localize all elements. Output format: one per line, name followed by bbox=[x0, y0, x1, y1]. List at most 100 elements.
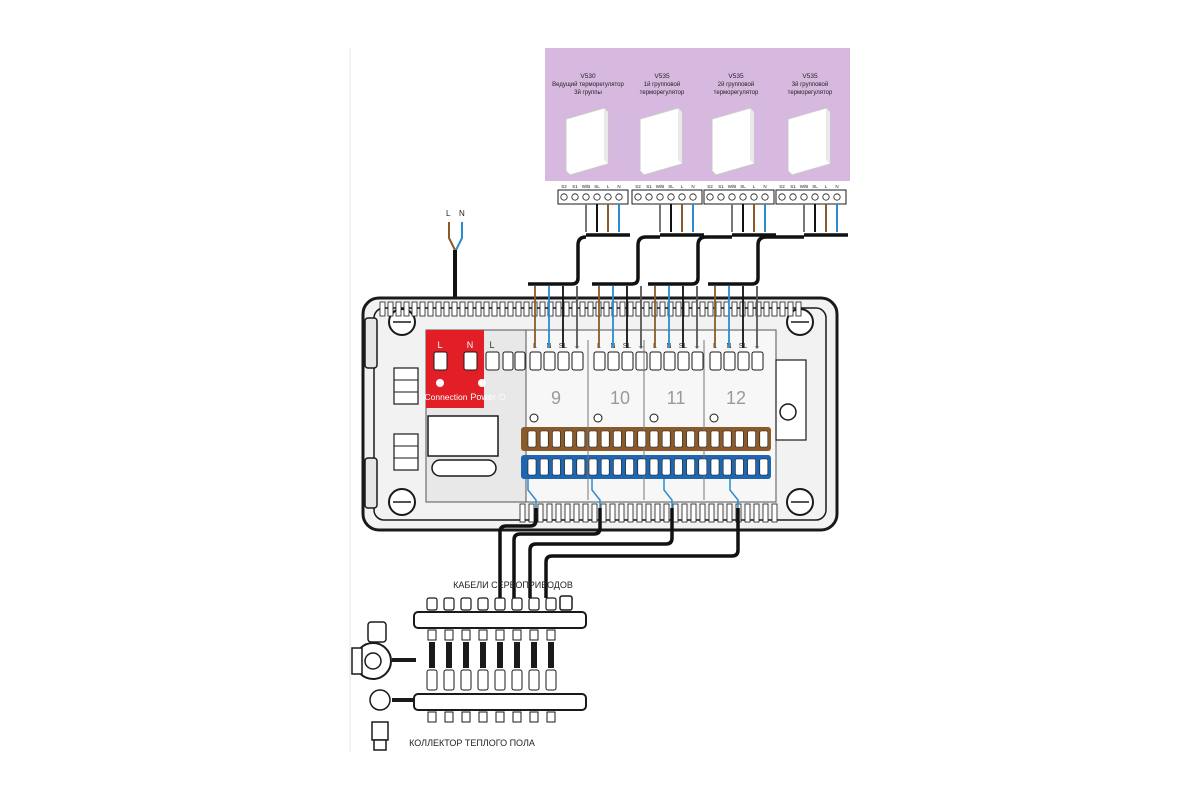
top-ridge-fin bbox=[427, 301, 434, 317]
thermostat-1: V530 Ведущий терморегулятор 3й группы bbox=[552, 73, 624, 176]
circuit-connector bbox=[426, 669, 438, 691]
actuator-head bbox=[426, 597, 438, 611]
top-ridge-fin bbox=[619, 301, 626, 317]
thermostat-3-terminal-label: W/B bbox=[728, 184, 737, 189]
brown-bus-terminal bbox=[661, 430, 671, 448]
circuit-connector bbox=[511, 669, 523, 691]
servo-cable-4 bbox=[544, 508, 740, 598]
brown-bus-terminal bbox=[613, 430, 622, 448]
brown-bus-terminal bbox=[735, 430, 744, 448]
thermostat-4-terminal-label: W/B bbox=[800, 184, 809, 189]
manifold-bottom-bar bbox=[413, 693, 587, 711]
thermostat-4-cable bbox=[708, 233, 848, 286]
servo-cables: КАБЕЛИ СЕРВОПРИВОДОВ bbox=[453, 508, 740, 598]
thermostat-2-terminal-label: N bbox=[691, 184, 694, 189]
thermostat-2-terminal-label: L bbox=[681, 184, 684, 189]
return-valve bbox=[495, 711, 505, 723]
top-ridge-fin bbox=[411, 301, 418, 317]
circuit-valve bbox=[427, 629, 437, 641]
zone-1-terminal bbox=[543, 351, 556, 371]
thermostat-3-terminal-label: SL bbox=[740, 184, 746, 189]
connection-led bbox=[436, 379, 444, 387]
brown-bus-terminal bbox=[722, 430, 732, 448]
thermostat-4-terminal-screw bbox=[811, 193, 819, 201]
actuator-head bbox=[494, 597, 506, 611]
actuator-head bbox=[477, 597, 489, 611]
actuator-head bbox=[511, 597, 523, 611]
left-latch-top bbox=[364, 317, 378, 369]
servo-cable-3 bbox=[528, 508, 674, 598]
thermostat-2-terminal-label: S1 bbox=[646, 184, 652, 189]
thermostat-4-model: V535 bbox=[802, 73, 818, 80]
thermostat-1-line1: Ведущий терморегулятор bbox=[552, 81, 624, 88]
top-ridge-fin bbox=[579, 301, 586, 317]
thermostat-1-line2: 3й группы bbox=[574, 89, 602, 96]
blue-bus-terminal bbox=[698, 458, 708, 476]
circuit-valve bbox=[495, 629, 505, 641]
blue-bus-terminal bbox=[661, 458, 671, 476]
thermostat-4-terminal-label: N bbox=[835, 184, 838, 189]
brown-bus-terminal bbox=[600, 430, 610, 448]
power-terminal-lout-screw bbox=[485, 351, 500, 371]
blue-bus-terminal bbox=[747, 458, 756, 476]
circuit-connector bbox=[528, 669, 540, 691]
thermostat-3-device bbox=[711, 107, 755, 176]
thermostat-2-terminal-screw bbox=[634, 193, 642, 201]
power-terminal-l-out: L bbox=[489, 340, 494, 350]
return-valve bbox=[427, 711, 437, 723]
brown-bus-terminal bbox=[674, 430, 683, 448]
thermostat-4-terminal-screw bbox=[833, 193, 841, 201]
thermostat-2-terminal-screw bbox=[678, 193, 686, 201]
power-section: L N L Connection Power ⏻ bbox=[424, 340, 526, 402]
bottom-ridge-fin bbox=[699, 503, 706, 523]
mains-n-label: N bbox=[459, 209, 465, 218]
thermostat-1-device bbox=[565, 107, 609, 176]
air-vent bbox=[559, 595, 573, 611]
top-ridge-fin bbox=[419, 301, 426, 317]
aux-terminal-2 bbox=[514, 351, 526, 371]
top-ridge-fin bbox=[683, 301, 690, 317]
thermostat-2-terminal-label: S2 bbox=[635, 184, 641, 189]
thermostat-3-terminal-screw bbox=[717, 193, 725, 201]
thermostat-3-terminal-screw bbox=[750, 193, 758, 201]
top-ridge-fin bbox=[499, 301, 506, 317]
flow-meter bbox=[531, 642, 537, 668]
bottom-ridge-fin bbox=[528, 503, 535, 523]
bottom-ridge-fin bbox=[519, 503, 526, 523]
thermostat-4-terminal-label: L bbox=[825, 184, 828, 189]
zone-4-terminal bbox=[723, 351, 736, 371]
blue-bus-terminal bbox=[735, 458, 744, 476]
thermostat-4-terminal-screw bbox=[778, 193, 786, 201]
zone-4-terminal bbox=[709, 351, 722, 371]
actuator-head bbox=[443, 597, 455, 611]
zone-1-terminal bbox=[557, 351, 570, 371]
thermostat-3-line1: 2й групповой bbox=[718, 81, 754, 88]
power-terminal-l: L bbox=[437, 340, 442, 350]
pump-terminal-icon bbox=[779, 403, 797, 421]
top-ridge-fin bbox=[467, 301, 474, 317]
zone-2-terminal bbox=[607, 351, 620, 371]
zone-4-terminal bbox=[751, 351, 764, 371]
brown-bus-terminal bbox=[552, 430, 561, 448]
brown-bus-terminal bbox=[698, 430, 708, 448]
bottom-ridge-fin bbox=[582, 503, 589, 523]
zone-3-terminal bbox=[691, 351, 704, 371]
thermostat-4-terminal-label: SL bbox=[812, 184, 818, 189]
thermostat-4-terminal-label: S2 bbox=[779, 184, 785, 189]
top-ridge-fin bbox=[387, 301, 394, 317]
thermostat-3-model: V535 bbox=[728, 73, 744, 80]
brown-bus-terminal bbox=[710, 430, 720, 448]
fuse-holder bbox=[431, 459, 497, 477]
zone-3-terminal bbox=[663, 351, 676, 371]
blue-bus-terminal bbox=[759, 458, 769, 476]
thermostat-3-terminal-screw bbox=[728, 193, 736, 201]
thermostat-4: V535 3й групповой терморегулятор bbox=[787, 73, 833, 176]
actuator-head bbox=[528, 597, 540, 611]
thermostat-1-terminal-label: S1 bbox=[572, 184, 578, 189]
circuit-valve bbox=[529, 629, 539, 641]
thermostat-1-terminal-screw bbox=[615, 193, 623, 201]
circuit-valve bbox=[478, 629, 488, 641]
floor-heating-manifold: КОЛЛЕКТОР ТЕПЛОГО ПОЛА bbox=[351, 595, 587, 751]
bottom-ridge-fin bbox=[618, 503, 625, 523]
thermostat-3-terminal-label: S2 bbox=[707, 184, 713, 189]
